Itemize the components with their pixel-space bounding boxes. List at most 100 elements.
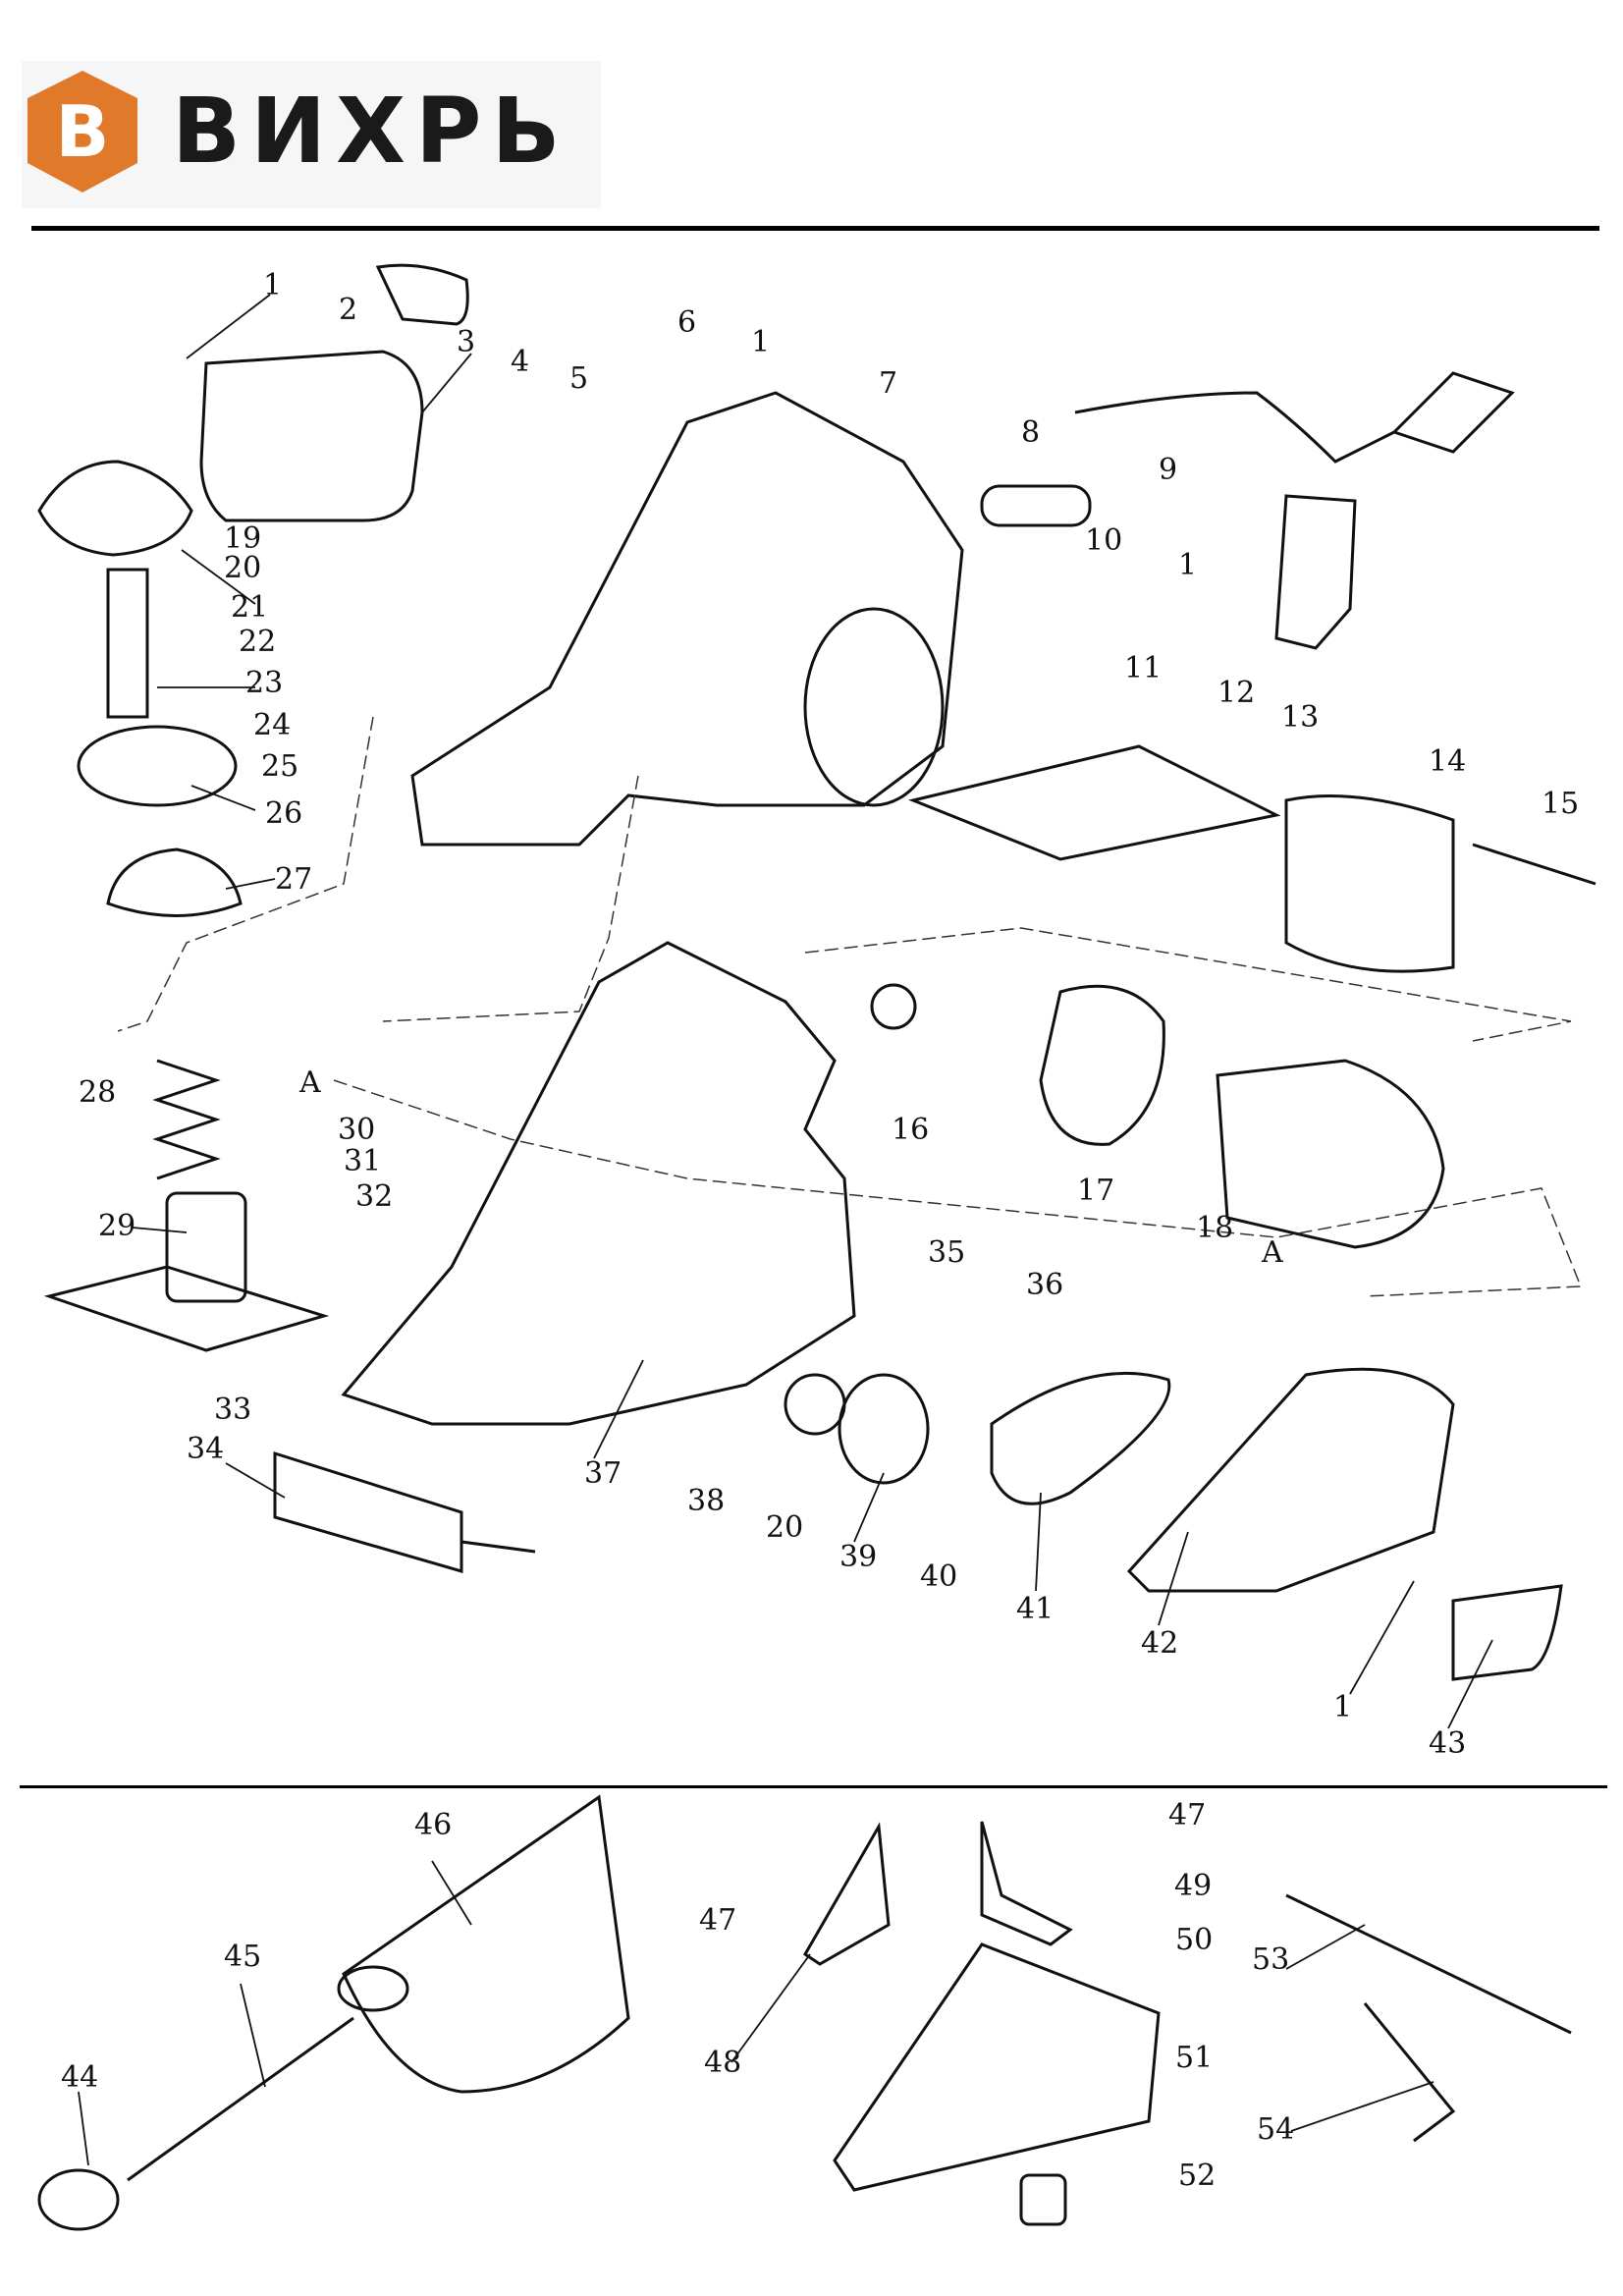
leader-42: [1158, 1531, 1189, 1626]
callout: 26: [265, 796, 302, 831]
assembly-guide-left: [117, 716, 374, 1032]
leader-37: [593, 1359, 644, 1459]
leader-45: [240, 1983, 266, 2088]
part-extractor-tube: [127, 2016, 354, 2182]
part-fence-arm: [980, 1821, 1073, 1946]
callout: A: [298, 1066, 321, 1100]
part-fence-bracket: [802, 1822, 891, 1966]
callout: 53: [1252, 1942, 1289, 1977]
callout: 3: [457, 325, 475, 359]
part-hex-key: [1363, 2002, 1456, 2143]
part-driven-pulley: [838, 1373, 930, 1485]
callout: 41: [1016, 1592, 1054, 1626]
leader-48: [730, 1953, 811, 2063]
callout: 39: [839, 1540, 877, 1574]
part-adjust-screw: [106, 568, 149, 719]
assembly-guide-center: [382, 775, 639, 1022]
part-belt-cover: [1126, 1367, 1455, 1593]
callout: 7: [879, 366, 897, 401]
leader-26: [190, 785, 256, 811]
callout: 34: [187, 1432, 224, 1466]
part-rear-shoe: [43, 1265, 330, 1352]
leader-34: [225, 1462, 286, 1499]
part-housing-collar: [803, 607, 945, 807]
callout: 20: [766, 1510, 803, 1545]
part-lower-housing: [341, 941, 856, 1426]
callout: 33: [214, 1393, 251, 1427]
callout: 31: [344, 1144, 381, 1178]
part-dust-bag: [342, 1794, 630, 2094]
callout: 10: [1085, 523, 1122, 558]
leader-39: [853, 1472, 885, 1543]
callout: 11: [1124, 651, 1162, 685]
callout: 43: [1429, 1726, 1466, 1761]
part-end-cover: [199, 350, 424, 522]
callout: 49: [1174, 1869, 1212, 1903]
callout: 12: [1217, 676, 1255, 710]
callout: 16: [892, 1113, 929, 1147]
part-scale-ring: [77, 725, 238, 807]
brand-name: ВИХРЬ: [172, 79, 570, 184]
part-stator: [1284, 794, 1455, 973]
callout: 42: [1141, 1626, 1178, 1661]
callout: 2: [339, 293, 357, 327]
part-long-screw: [1472, 843, 1596, 886]
callout: 48: [704, 2046, 741, 2080]
callout: 29: [98, 1209, 135, 1243]
part-label-2: [375, 263, 469, 326]
callout: 27: [275, 862, 312, 897]
part-handle-grip: [980, 484, 1092, 527]
callout: 18: [1196, 1211, 1233, 1245]
part-spring: [152, 1059, 221, 1180]
part-power-cable: [1074, 391, 1395, 464]
part-switch: [1274, 494, 1357, 650]
part-plug: [1391, 371, 1515, 454]
part-guide-plate: [908, 744, 1281, 861]
callout: 14: [1429, 744, 1466, 779]
callout: 25: [261, 749, 298, 784]
part-nozzle: [37, 2168, 120, 2231]
part-knob-cap: [106, 847, 243, 917]
header: В ВИХРЬ: [0, 0, 1623, 236]
leader-44: [78, 2091, 89, 2166]
header-rule: [31, 226, 1599, 231]
logo-letter: В: [56, 90, 110, 173]
callout: 46: [414, 1808, 452, 1842]
part-upper-housing: [410, 391, 964, 847]
callout: 1: [1333, 1690, 1352, 1724]
callout: 54: [1257, 2112, 1294, 2147]
callout: 35: [928, 1235, 965, 1270]
part-parallel-fence: [833, 1942, 1161, 2192]
leader-41: [1035, 1492, 1042, 1592]
part-bag-collar: [337, 1965, 409, 2012]
callout: 30: [338, 1113, 375, 1147]
callout: 24: [253, 708, 291, 742]
leader-46: [431, 1860, 472, 1926]
callout: 5: [569, 361, 588, 396]
leader-1a: [186, 294, 271, 359]
callout: 28: [79, 1075, 116, 1110]
part-bearing-38: [784, 1373, 846, 1436]
callout: 1: [751, 325, 770, 359]
callout: 8: [1021, 415, 1040, 450]
leader-54: [1290, 2081, 1434, 2132]
callout: 19: [224, 521, 261, 556]
part-fence-screw-52: [1019, 2173, 1067, 2226]
callout: 52: [1178, 2159, 1216, 2193]
callout: 47: [699, 1903, 736, 1938]
leader-43: [1447, 1639, 1493, 1729]
logo-hexagon-icon: [27, 71, 137, 192]
callout: 4: [511, 345, 529, 379]
part-drum-shaft: [460, 1540, 536, 1554]
leader-29: [132, 1227, 188, 1233]
callout: 40: [920, 1559, 957, 1594]
callout: 9: [1159, 453, 1177, 487]
part-label: [1451, 1584, 1563, 1681]
callout: 17: [1077, 1174, 1114, 1208]
callout: 44: [61, 2060, 98, 2095]
part-drive-belt: [990, 1371, 1171, 1505]
part-armature: [1216, 1059, 1445, 1249]
part-cutter-drum: [273, 1450, 463, 1573]
callout: 1: [1178, 548, 1197, 582]
